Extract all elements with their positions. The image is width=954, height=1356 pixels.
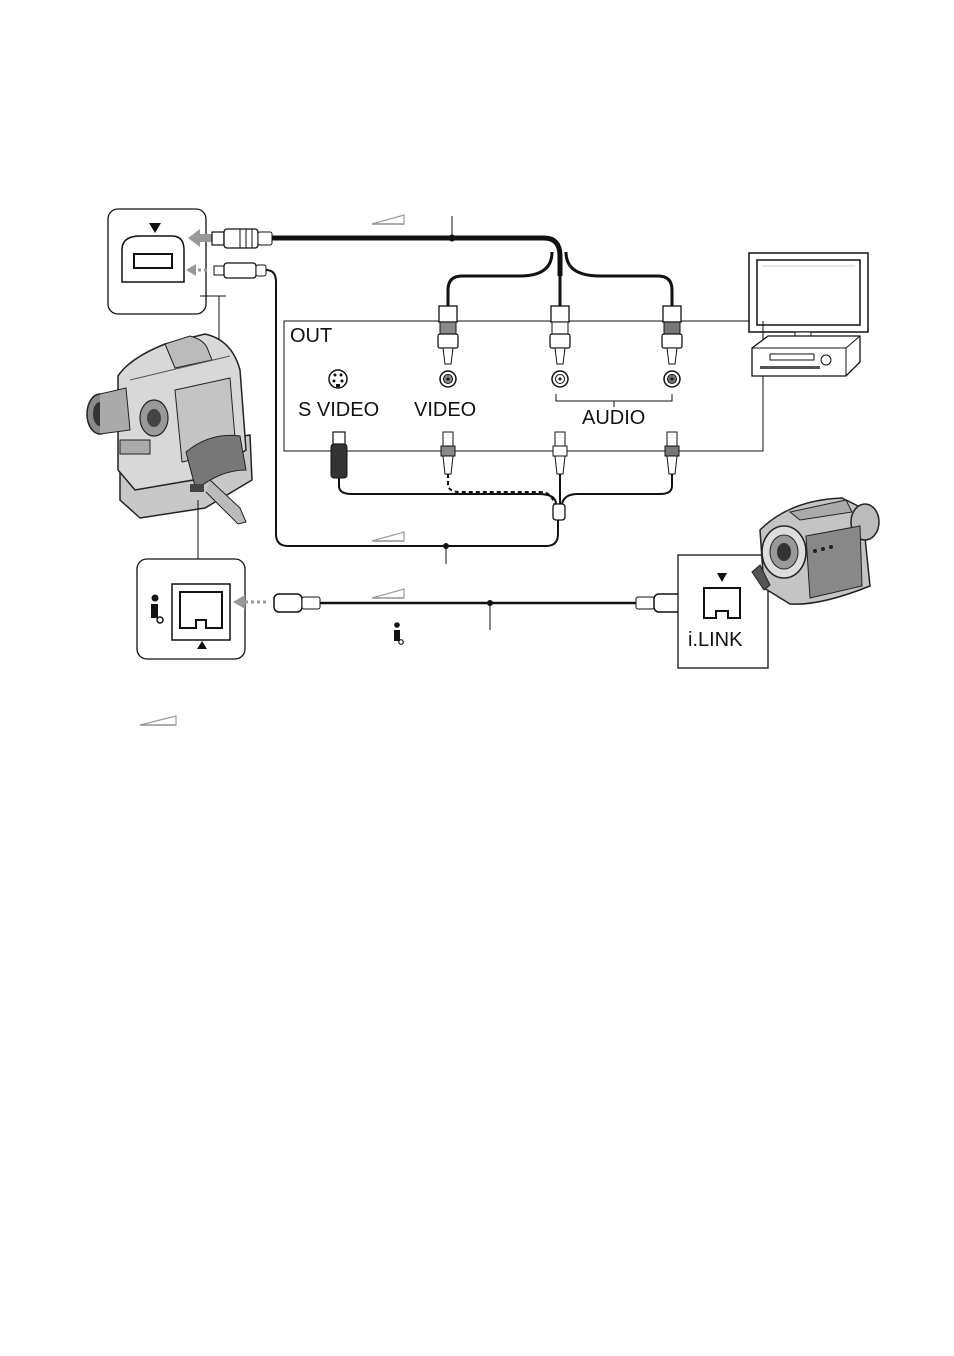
ilink-jack-inset xyxy=(137,559,245,659)
rca-plug-video-top xyxy=(438,306,458,364)
open-arrow-icon xyxy=(372,215,404,224)
video-jack xyxy=(440,371,456,387)
rca-plug-video-bottom xyxy=(441,432,455,474)
ilink-label: i.LINK xyxy=(688,629,743,651)
open-arrow-icon xyxy=(372,589,404,598)
av-cable xyxy=(272,238,560,276)
rca-plug-audio-r-bottom xyxy=(665,432,679,474)
av-jack-inset xyxy=(108,209,206,314)
audio-l-jack xyxy=(552,371,568,387)
rca-plug-audio-r-top xyxy=(662,306,682,364)
signal-flow-legend-icon xyxy=(140,716,176,725)
jack-audio-label: AUDIO xyxy=(582,407,645,429)
rca-plug-audio-l-top xyxy=(550,306,570,364)
svideo-plug-bottom xyxy=(331,432,347,486)
audio-r-jack xyxy=(664,371,680,387)
panel-out-label: OUT xyxy=(290,325,332,347)
open-arrow-icon xyxy=(372,532,404,541)
ilink-cable xyxy=(274,594,682,612)
ilink-icon xyxy=(394,622,403,644)
av-plug xyxy=(212,229,272,248)
camcorder-icon xyxy=(752,498,879,604)
jack-video-label: VIDEO xyxy=(414,399,476,421)
svideo-plug-top xyxy=(214,263,266,278)
rca-plug-audio-l-bottom xyxy=(553,432,567,474)
camcorder-on-station-icon xyxy=(87,334,252,524)
tv-icon xyxy=(749,253,868,340)
out-panel: OUT xyxy=(284,306,763,486)
svideo-jack xyxy=(329,370,347,388)
jack-svideo-label: S VIDEO xyxy=(298,399,379,421)
audio-bracket xyxy=(556,394,672,401)
vcr-icon xyxy=(752,336,860,376)
